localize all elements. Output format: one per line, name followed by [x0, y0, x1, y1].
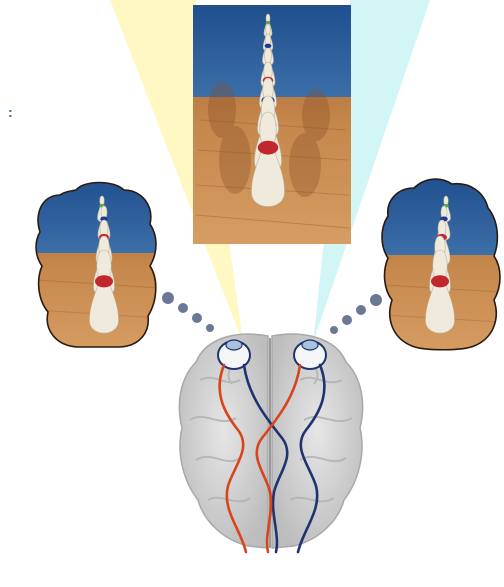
connector-dot — [178, 303, 188, 313]
connector-dot — [356, 305, 366, 315]
right-view-pin-5-band — [431, 275, 449, 287]
bowling-pin-3-band — [265, 44, 272, 49]
connector-dot — [370, 294, 382, 306]
connector-dot — [192, 313, 202, 323]
combined-scene-image — [193, 5, 351, 244]
left-view-pin-5-band — [95, 275, 113, 287]
connector-dot — [206, 324, 214, 332]
connector-dot — [342, 315, 352, 325]
partial-margin-mark: : — [8, 104, 13, 120]
bowling-pin-8-band — [258, 141, 278, 155]
left-eye-image — [30, 175, 165, 355]
connector-dot — [330, 326, 338, 334]
image-to-eye-connectors — [162, 292, 382, 334]
diagram-caption — [6, 556, 496, 582]
connector-dot — [162, 292, 174, 304]
